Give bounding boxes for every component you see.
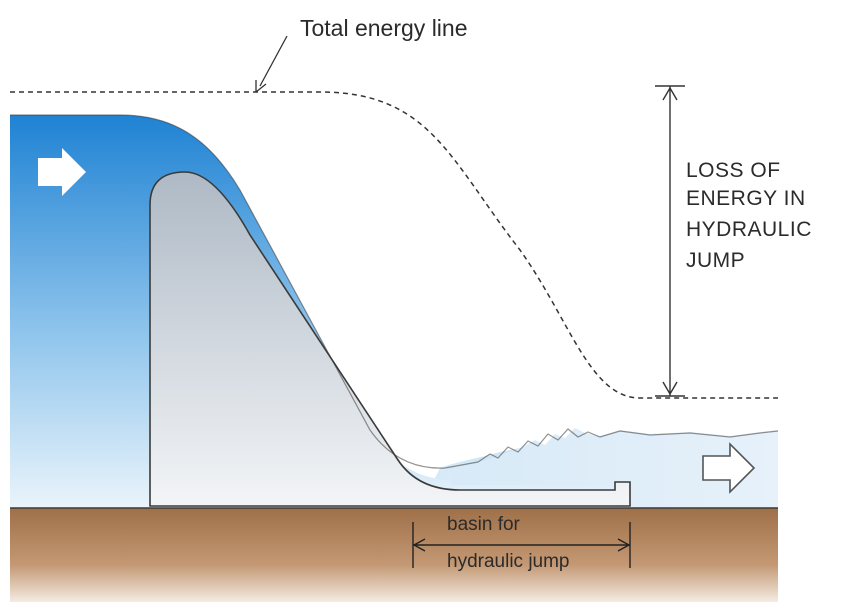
total-energy-line-pointer xyxy=(259,35,288,87)
nappe-surface-line xyxy=(10,114,779,469)
basin-label-line-1: basin for xyxy=(447,514,521,535)
loss-of-energy-line-4: JUMP xyxy=(686,249,745,272)
total-energy-line xyxy=(10,91,778,399)
right-arrow-icon xyxy=(38,148,86,196)
loss-of-energy-line-1: LOSS OF xyxy=(686,159,781,182)
basin-label-line-2: hydraulic jump xyxy=(447,551,570,572)
right-arrow-outline-icon xyxy=(702,442,756,494)
pointer-arrowhead-icon xyxy=(255,80,267,93)
basin-dimension xyxy=(412,522,631,568)
energy-loss-dimension xyxy=(655,85,685,397)
ground xyxy=(10,508,778,602)
loss-of-energy-line-2: ENERGY IN xyxy=(686,187,806,210)
loss-of-energy-line-3: HYDRAULIC xyxy=(686,218,812,241)
spillway-body xyxy=(149,171,631,507)
total-energy-line-label: Total energy line xyxy=(300,15,468,41)
